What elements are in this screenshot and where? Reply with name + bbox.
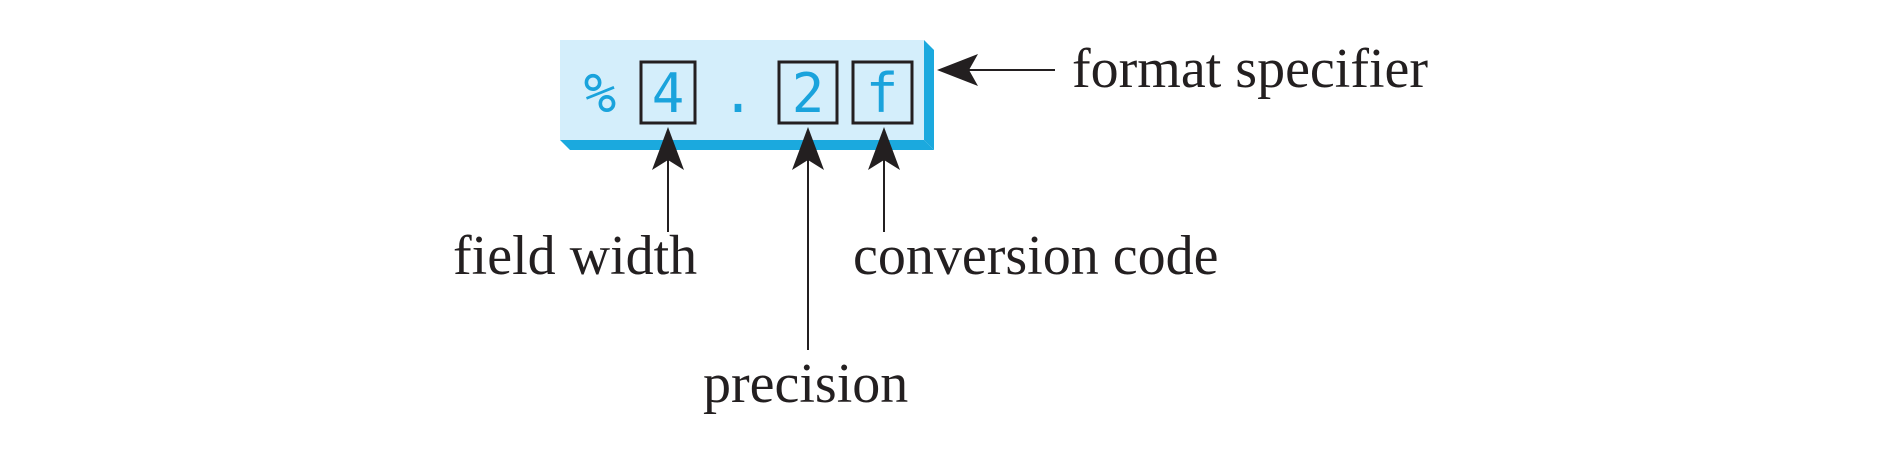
labels: format specifier field width conversion …: [453, 38, 1428, 415]
percent-sign: %: [584, 62, 617, 125]
conversion-code-label: conversion code: [853, 225, 1218, 287]
field-width-label: field width: [453, 225, 697, 287]
precision-arrowhead: [792, 127, 824, 170]
field-width-value: 4: [652, 62, 685, 125]
field-width-box: [639, 60, 697, 125]
conversion-code-value: f: [866, 62, 899, 125]
specifier-characters: % 4 . 2 f: [584, 60, 914, 125]
format-specifier-arrowhead: [937, 54, 978, 86]
format-specifier-label: format specifier: [1072, 38, 1428, 100]
decimal-point: .: [722, 62, 755, 125]
precision-label: precision: [703, 353, 908, 415]
precision-box: [777, 60, 839, 125]
panel-shadow: [560, 140, 934, 150]
conversion-code-box: [851, 60, 914, 125]
precision-value: 2: [792, 62, 825, 125]
conversion-code-arrowhead: [868, 127, 900, 170]
field-width-arrowhead: [652, 127, 684, 170]
panel-shadow-side: [924, 40, 934, 150]
arrows: [652, 54, 1055, 350]
